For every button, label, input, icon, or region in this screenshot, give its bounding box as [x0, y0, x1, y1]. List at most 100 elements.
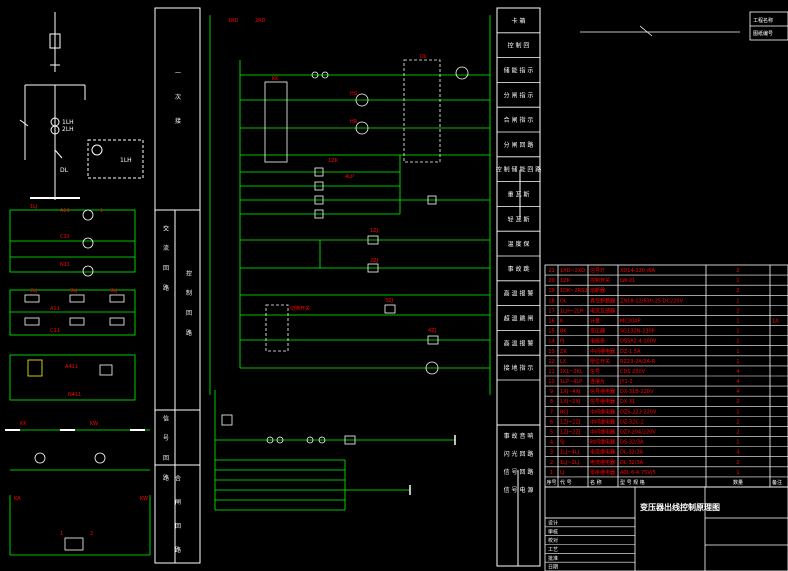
sign-label: 批准 — [548, 555, 558, 562]
control-wiring — [209, 15, 491, 395]
table-cell: 20 — [548, 278, 554, 284]
table-cell: 真空断路器 — [590, 297, 615, 304]
lower-function-label: 闪 光 回 路 — [504, 450, 534, 458]
svg-text:3LJ: 3LJ — [70, 288, 77, 294]
primary-labels: 1LH 2LH 1LH DL — [60, 119, 132, 174]
table-cell: 序号 — [546, 479, 556, 486]
table-cell: 13 — [548, 349, 554, 355]
sign-label: 审核 — [548, 528, 558, 535]
table-cell: 8 — [550, 399, 553, 405]
sign-label: 校对 — [548, 537, 558, 544]
svg-text:KW: KW — [90, 421, 98, 427]
table-cell: 1LJ~2LJ — [560, 460, 579, 466]
sign-label: 设计 — [548, 519, 558, 526]
table-cell: 代 号 — [560, 479, 572, 486]
svg-text:1LJ: 1LJ — [30, 204, 37, 210]
svg-text:1LH: 1LH — [120, 157, 132, 164]
table-cell: 1ZJ~2ZJ — [560, 430, 580, 436]
table-cell: 2 — [736, 308, 739, 314]
table-cell: K — [560, 319, 564, 325]
function-label: 分 闸 指 示 — [504, 91, 534, 99]
function-label: 卡 箱 — [512, 17, 526, 25]
table-cell: 时间继电器 — [590, 439, 615, 446]
left-top-label: 一 次 接 — [174, 70, 181, 132]
table-cell: 电能表 — [590, 338, 605, 345]
table-cell: DX-31B-220V — [620, 389, 654, 395]
table-cell: 型 号 规 格 — [620, 479, 645, 486]
table-cell: 1 — [736, 319, 739, 325]
svg-text:A11: A11 — [60, 208, 70, 214]
table-cell: MC30AP — [620, 319, 641, 325]
ac-circuit-elements — [5, 209, 145, 551]
table-cell: LJ — [560, 470, 564, 476]
control-devices — [264, 59, 469, 375]
table-cell: 1 — [736, 349, 739, 355]
table-cell: 14 — [548, 339, 554, 345]
table-cell: 2 — [736, 419, 739, 425]
table-cell: LW-21 — [620, 278, 635, 284]
left-section-label: 合 闸 回 路 — [174, 474, 181, 560]
table-cell: 10 — [548, 379, 554, 385]
table-cell: 12 — [548, 359, 554, 365]
svg-text:1RD: 1RD — [228, 18, 239, 24]
svg-text:2RD: 2RD — [255, 18, 266, 24]
table-cell: 1 — [736, 440, 739, 446]
closing-devices — [221, 414, 456, 495]
table-cell: 限位开关 — [590, 358, 610, 365]
svg-text:1ZJ: 1ZJ — [370, 228, 378, 234]
table-cell: 变压器 — [590, 328, 605, 335]
function-label: 高 温 报 警 — [504, 290, 534, 298]
table-cell: ZK — [560, 349, 567, 355]
table-cell: 信号灯 — [590, 267, 605, 274]
svg-text:DL: DL — [420, 54, 427, 60]
table-cell: 1 — [736, 409, 739, 415]
table-cell: 电流继电器 — [590, 449, 615, 456]
table-cell: 中间继电器 — [590, 429, 615, 436]
svg-text:N11: N11 — [60, 262, 70, 268]
left-section-label: 交 流 回 路 — [162, 224, 169, 296]
svg-text:HR: HR — [350, 119, 358, 125]
table-cell: 信号继电器 — [590, 388, 615, 395]
svg-text:3ZJ: 3ZJ — [385, 298, 393, 304]
table-cell: 1LJ~4LJ — [560, 450, 579, 456]
table-cell: 1 — [736, 298, 739, 304]
title-block-frame — [544, 486, 788, 571]
top-right-switch — [580, 11, 788, 41]
function-label: 温 度 保 — [508, 240, 530, 248]
table-cell: JY1-2 — [619, 379, 633, 385]
function-label: 控 制 储 能 回 路 — [496, 166, 542, 174]
svg-text:2LH: 2LH — [62, 126, 74, 133]
table-cell: DX-31 — [620, 399, 635, 405]
svg-text:切换开关: 切换开关 — [290, 305, 310, 312]
right-function-frame — [496, 7, 541, 567]
table-cell: 中间继电器 — [590, 418, 615, 425]
table-cell: XD14-220 /6A — [620, 268, 655, 274]
table-cell: 1 — [736, 339, 739, 345]
table-cell: 15 — [548, 329, 554, 335]
function-label: 储 能 指 示 — [504, 67, 534, 75]
table-cell: 4 — [736, 369, 739, 375]
left-section-label: 控 制 回 路 — [185, 269, 192, 341]
lower-function-label: 信 号 回 路 — [504, 468, 534, 476]
table-cell: 控制开关 — [590, 277, 610, 284]
table-cell: 4 — [736, 389, 739, 395]
svg-text:2: 2 — [90, 531, 93, 537]
table-cell: 6 — [550, 419, 553, 425]
table-cell: DSSX2-4 100V — [620, 339, 657, 345]
svg-text:2ZJ: 2ZJ — [370, 258, 378, 264]
table-cell: 1 — [736, 359, 739, 365]
left-section-label: 信 号 回 路 — [162, 414, 169, 486]
table-cell: PJ — [560, 339, 565, 345]
svg-text:1LH: 1LH — [62, 119, 74, 126]
svg-text:HG: HG — [350, 91, 358, 97]
function-label: 高 温 报 警 — [504, 339, 534, 347]
note-project: 工程名称 — [753, 17, 773, 24]
table-cell: 熔断器 — [590, 287, 605, 294]
table-cell: DZS-223 220V — [620, 409, 657, 415]
table-cell: 1LH~2LH — [560, 308, 584, 314]
lower-function-label: 信 号 电 源 — [504, 486, 534, 494]
table-cell: 1 — [736, 329, 739, 335]
function-label: 接 地 指 示 — [504, 364, 534, 372]
